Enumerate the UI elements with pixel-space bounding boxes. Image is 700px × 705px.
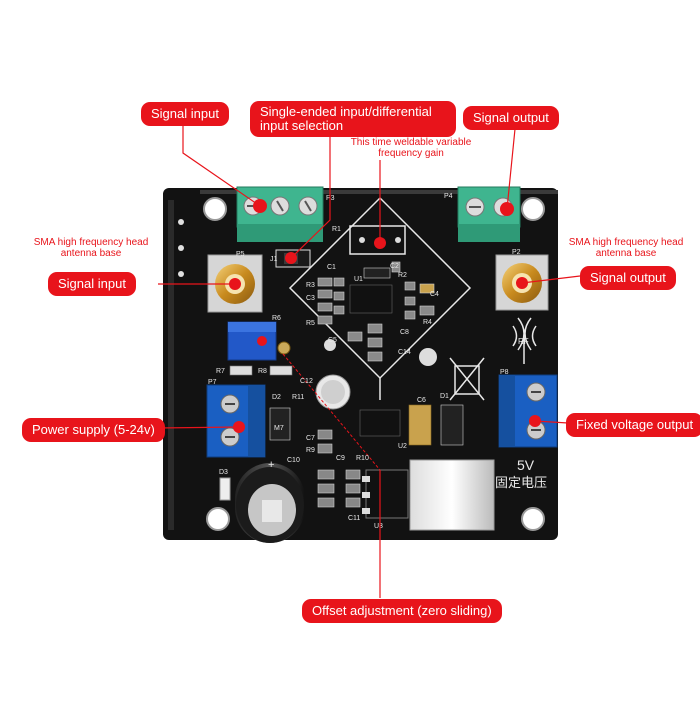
- offset-potentiometer: [227, 321, 291, 361]
- silk-r2: R2: [398, 272, 407, 279]
- silk-d2: D2: [272, 394, 281, 401]
- label-signal-output-right: Signal output: [580, 266, 676, 290]
- silk-5v: 5V: [517, 457, 535, 473]
- silk-c12: C12: [300, 378, 313, 385]
- silk-c9: C9: [336, 455, 345, 462]
- silk-r6: R6: [272, 315, 281, 322]
- silk-d3: D3: [219, 469, 228, 476]
- label-fixed-voltage-output: Fixed voltage output: [566, 413, 700, 437]
- silk-c8: C8: [400, 329, 409, 336]
- input-selection-jumper: [275, 249, 311, 268]
- label-power-supply: Power supply (5-24v): [22, 418, 165, 442]
- silk-d1: D1: [440, 393, 449, 400]
- silk-r7: R7: [216, 368, 225, 375]
- silk-r3: R3: [306, 282, 315, 289]
- capacitor-c13: [315, 374, 351, 410]
- silk-p8: P8: [500, 369, 509, 376]
- smd-components: [317, 261, 435, 362]
- note-sma-left: SMA high frequency head antenna base: [33, 237, 149, 259]
- terminal-block-p3: [236, 186, 324, 242]
- weee-bin-icon: [449, 357, 485, 401]
- silk-r5: R5: [306, 320, 315, 327]
- silk-r10: R10: [356, 455, 369, 462]
- silk-r8: R8: [258, 368, 267, 375]
- silk-c3: C3: [306, 295, 315, 302]
- callout-lines: [157, 126, 581, 598]
- label-input-selection: Single-ended input/differential input se…: [250, 101, 456, 137]
- silk-u1: U1: [354, 276, 363, 283]
- terminal-block-p8: [498, 374, 558, 448]
- silk-p2: P2: [512, 249, 521, 256]
- terminal-block-p7: [206, 384, 266, 458]
- silk-c2: C2: [390, 263, 399, 270]
- mounting-holes: [203, 197, 545, 531]
- label-signal-input-top: Signal input: [141, 102, 229, 126]
- silk-c7: C7: [306, 435, 315, 442]
- silk-c14: C14: [398, 349, 411, 356]
- silk-c1: C1: [327, 264, 336, 271]
- silk-c11: C11: [348, 515, 360, 522]
- silk-j1: J1: [270, 256, 278, 263]
- note-gain: This time weldable variable frequency ga…: [350, 137, 472, 159]
- note-sma-right: SMA high frequency head antenna base: [568, 237, 684, 259]
- silk-c6: C6: [417, 397, 426, 404]
- silk-c10: C10: [287, 457, 300, 464]
- terminal-block-p4: [457, 186, 521, 242]
- silk-m7: M7: [274, 425, 284, 432]
- silk-r1: R1: [332, 226, 341, 233]
- silk-r11: R11: [292, 394, 304, 401]
- electrolytic-capacitor: [235, 463, 305, 543]
- silk-plus: +: [268, 459, 274, 471]
- silk-p7: P7: [208, 379, 217, 386]
- silk-c4: C4: [430, 291, 439, 298]
- voltage-regulator-u3: [362, 459, 495, 531]
- silk-p5: P5: [236, 251, 245, 258]
- silk-r9: R9: [306, 447, 315, 454]
- silk-c5: C5: [328, 337, 337, 344]
- silk-r4: R4: [423, 319, 432, 326]
- sma-connector-right: [495, 254, 549, 311]
- silk-p4: P4: [444, 193, 453, 200]
- rf-symbol-icon: [512, 317, 537, 364]
- silk-fixed-voltage: 固定电压: [495, 475, 547, 490]
- label-signal-output-top: Signal output: [463, 106, 559, 130]
- silk-u2: U2: [398, 443, 407, 450]
- silk-rf: RF: [518, 337, 529, 346]
- silk-u3: U3: [374, 523, 383, 530]
- label-offset-adjustment: Offset adjustment (zero sliding): [302, 599, 502, 623]
- label-signal-input-left: Signal input: [48, 272, 136, 296]
- silkscreen-outlines: [288, 196, 472, 400]
